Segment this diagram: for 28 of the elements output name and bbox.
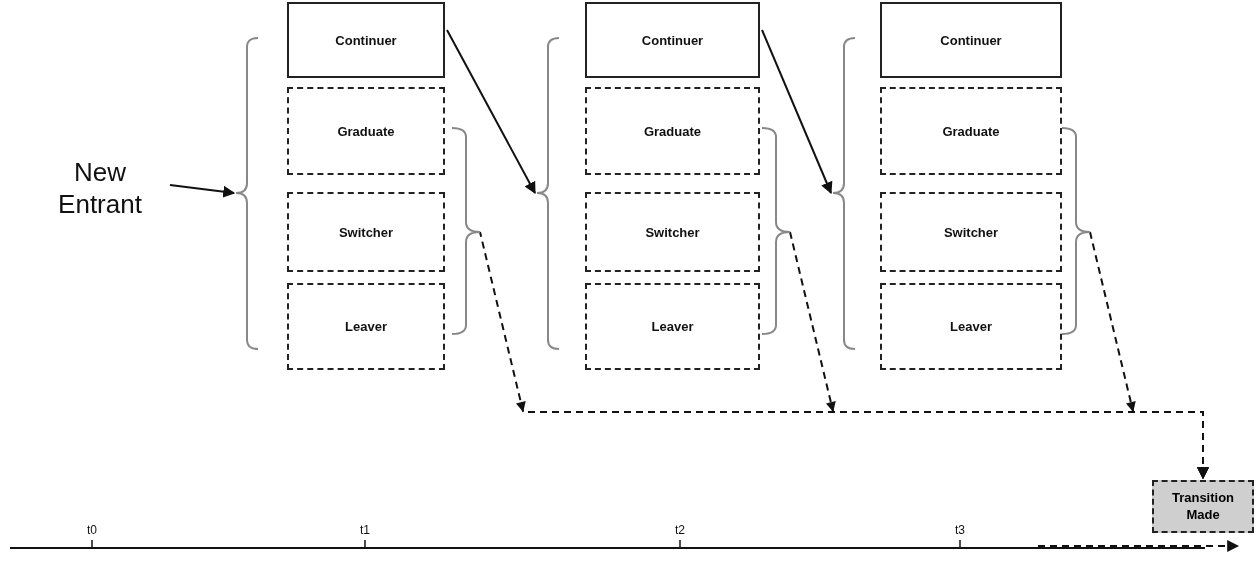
category-box: Switcher (585, 192, 760, 272)
category-box: Graduate (585, 87, 760, 175)
curly-brace (452, 127, 480, 335)
category-box: Continuer (287, 2, 445, 78)
curly-brace (236, 37, 258, 350)
curly-brace (833, 37, 855, 350)
category-box: Switcher (880, 192, 1062, 272)
curly-brace (537, 37, 559, 350)
time-label: t0 (87, 523, 97, 537)
arrow (761, 29, 833, 195)
entry-label: New Entrant (40, 148, 160, 228)
outcome-box: Transition Made (1152, 480, 1254, 533)
category-box: Leaver (880, 283, 1062, 370)
category-box: Continuer (880, 2, 1062, 78)
curly-brace (762, 127, 790, 335)
time-label: t3 (955, 523, 965, 537)
category-box: Leaver (287, 283, 445, 370)
category-box: Graduate (287, 87, 445, 175)
arrow (446, 29, 536, 195)
category-box: Leaver (585, 283, 760, 370)
arrow (169, 184, 236, 198)
category-box: Switcher (287, 192, 445, 272)
category-box: Continuer (585, 2, 760, 78)
arrow (1089, 231, 1209, 480)
curly-brace (1062, 127, 1090, 335)
time-label: t2 (675, 523, 685, 537)
time-label: t1 (360, 523, 370, 537)
category-box: Graduate (880, 87, 1062, 175)
